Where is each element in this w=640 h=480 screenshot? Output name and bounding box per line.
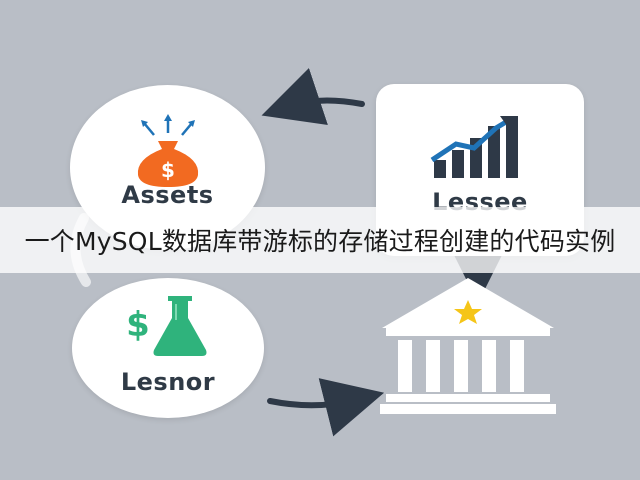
bar-chart-growth-icon [430, 116, 518, 178]
title-banner: 一个MySQL数据库带游标的存储过程创建的代码实例 [0, 207, 640, 273]
arrow-lessee-to-assets [261, 68, 365, 125]
assets-dollar-glyph: $ [161, 158, 175, 182]
arrow-lesnor-to-bank [267, 378, 385, 437]
lesnor-dollar-glyph: $ [126, 305, 150, 345]
lesnor-node: $ Lesnor [72, 278, 264, 418]
dollar-flask-icon: $ [126, 296, 207, 356]
money-bag-icon: $ [137, 114, 199, 187]
lesnor-label: Lesnor [120, 368, 216, 396]
banner-title: 一个MySQL数据库带游标的存储过程创建的代码实例 [24, 227, 616, 256]
bank-building-star-icon [380, 278, 556, 414]
assets-label: Assets [121, 181, 214, 209]
